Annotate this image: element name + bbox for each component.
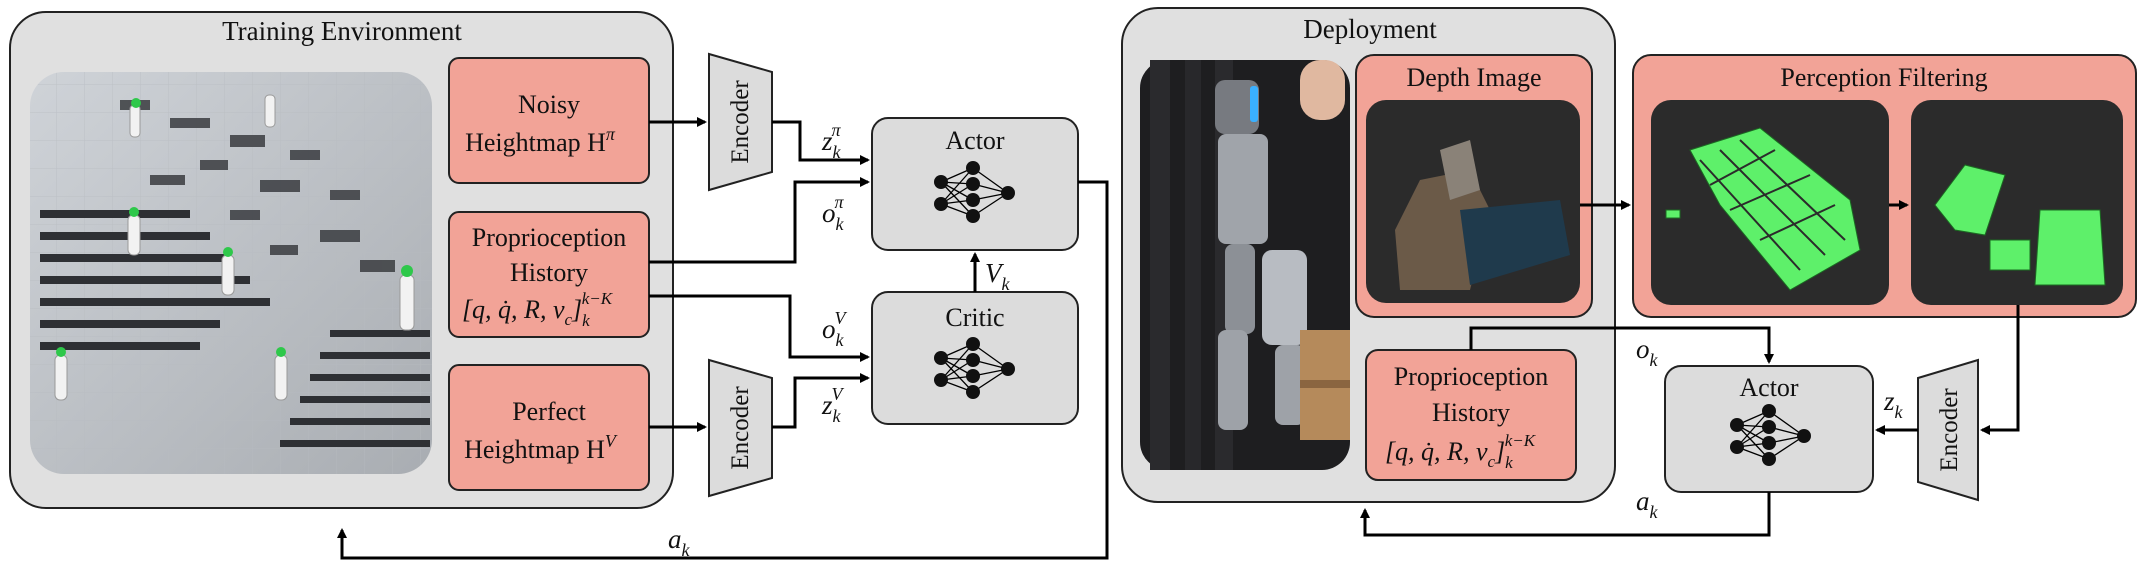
actor-network-icon-training — [934, 161, 1015, 223]
proprio-training-formula: [q, q̇, R, vc]kk−K — [462, 289, 614, 330]
training-connections — [337, 117, 1109, 560]
proprio-training-line1: Proprioception — [472, 223, 627, 252]
filtered-heightmap-image — [1911, 100, 2123, 305]
label-v-k: Vk — [985, 258, 1011, 294]
actor-network-icon-deployment — [1730, 404, 1811, 466]
noisy-heightmap-box — [448, 57, 650, 184]
actor-label-deployment: Actor — [1739, 373, 1799, 402]
perception-filtering-title: Perception Filtering — [1780, 63, 1987, 92]
critic-label: Critic — [945, 303, 1004, 332]
deployment-title: Deployment — [1303, 14, 1437, 44]
proprio-deploy-line2: History — [1432, 398, 1510, 427]
perfect-heightmap-box — [448, 364, 650, 491]
noisy-heightmap-line2: Heightmap Hπ — [465, 124, 616, 157]
label-o-pi: okπ — [822, 192, 845, 234]
proprio-deploy-line1: Proprioception — [1394, 362, 1549, 391]
critic-network-icon — [934, 337, 1015, 399]
perfect-heightmap-line2: Heightmap HV — [464, 431, 618, 464]
label-a-k-deployment: ak — [1636, 486, 1659, 522]
actor-label-training: Actor — [945, 126, 1005, 155]
raw-heightmap-image — [1651, 100, 1889, 305]
label-o-k: ok — [1636, 334, 1659, 370]
proprioception-history-box-training — [448, 211, 650, 338]
deployment-connections — [1360, 200, 2020, 537]
encoder-bottom — [708, 358, 773, 498]
label-z-k: zk — [1883, 386, 1904, 422]
encoder-deployment — [1917, 358, 1979, 502]
simulation-image — [30, 72, 432, 474]
noisy-heightmap-line1: Noisy — [518, 90, 580, 119]
encoder-bottom-label: Encoder — [727, 386, 754, 470]
encoder-deployment-label: Encoder — [1936, 388, 1963, 472]
encoder-top-label: Encoder — [727, 80, 754, 164]
proprio-training-line2: History — [510, 258, 588, 287]
perfect-heightmap-line1: Perfect — [512, 397, 586, 426]
label-z-v: zkV — [821, 384, 845, 426]
training-environment-title: Training Environment — [222, 16, 462, 46]
robot-photo — [1140, 60, 1350, 470]
label-z-pi: zkπ — [821, 120, 842, 162]
label-a-k-training: ak — [668, 524, 691, 560]
encoder-top — [708, 52, 773, 192]
label-o-v: okV — [822, 308, 848, 350]
proprio-deploy-formula: [q, q̇, R, vc]kk−K — [1385, 431, 1537, 472]
depth-image-title: Depth Image — [1406, 63, 1541, 92]
depth-image — [1366, 100, 1580, 303]
